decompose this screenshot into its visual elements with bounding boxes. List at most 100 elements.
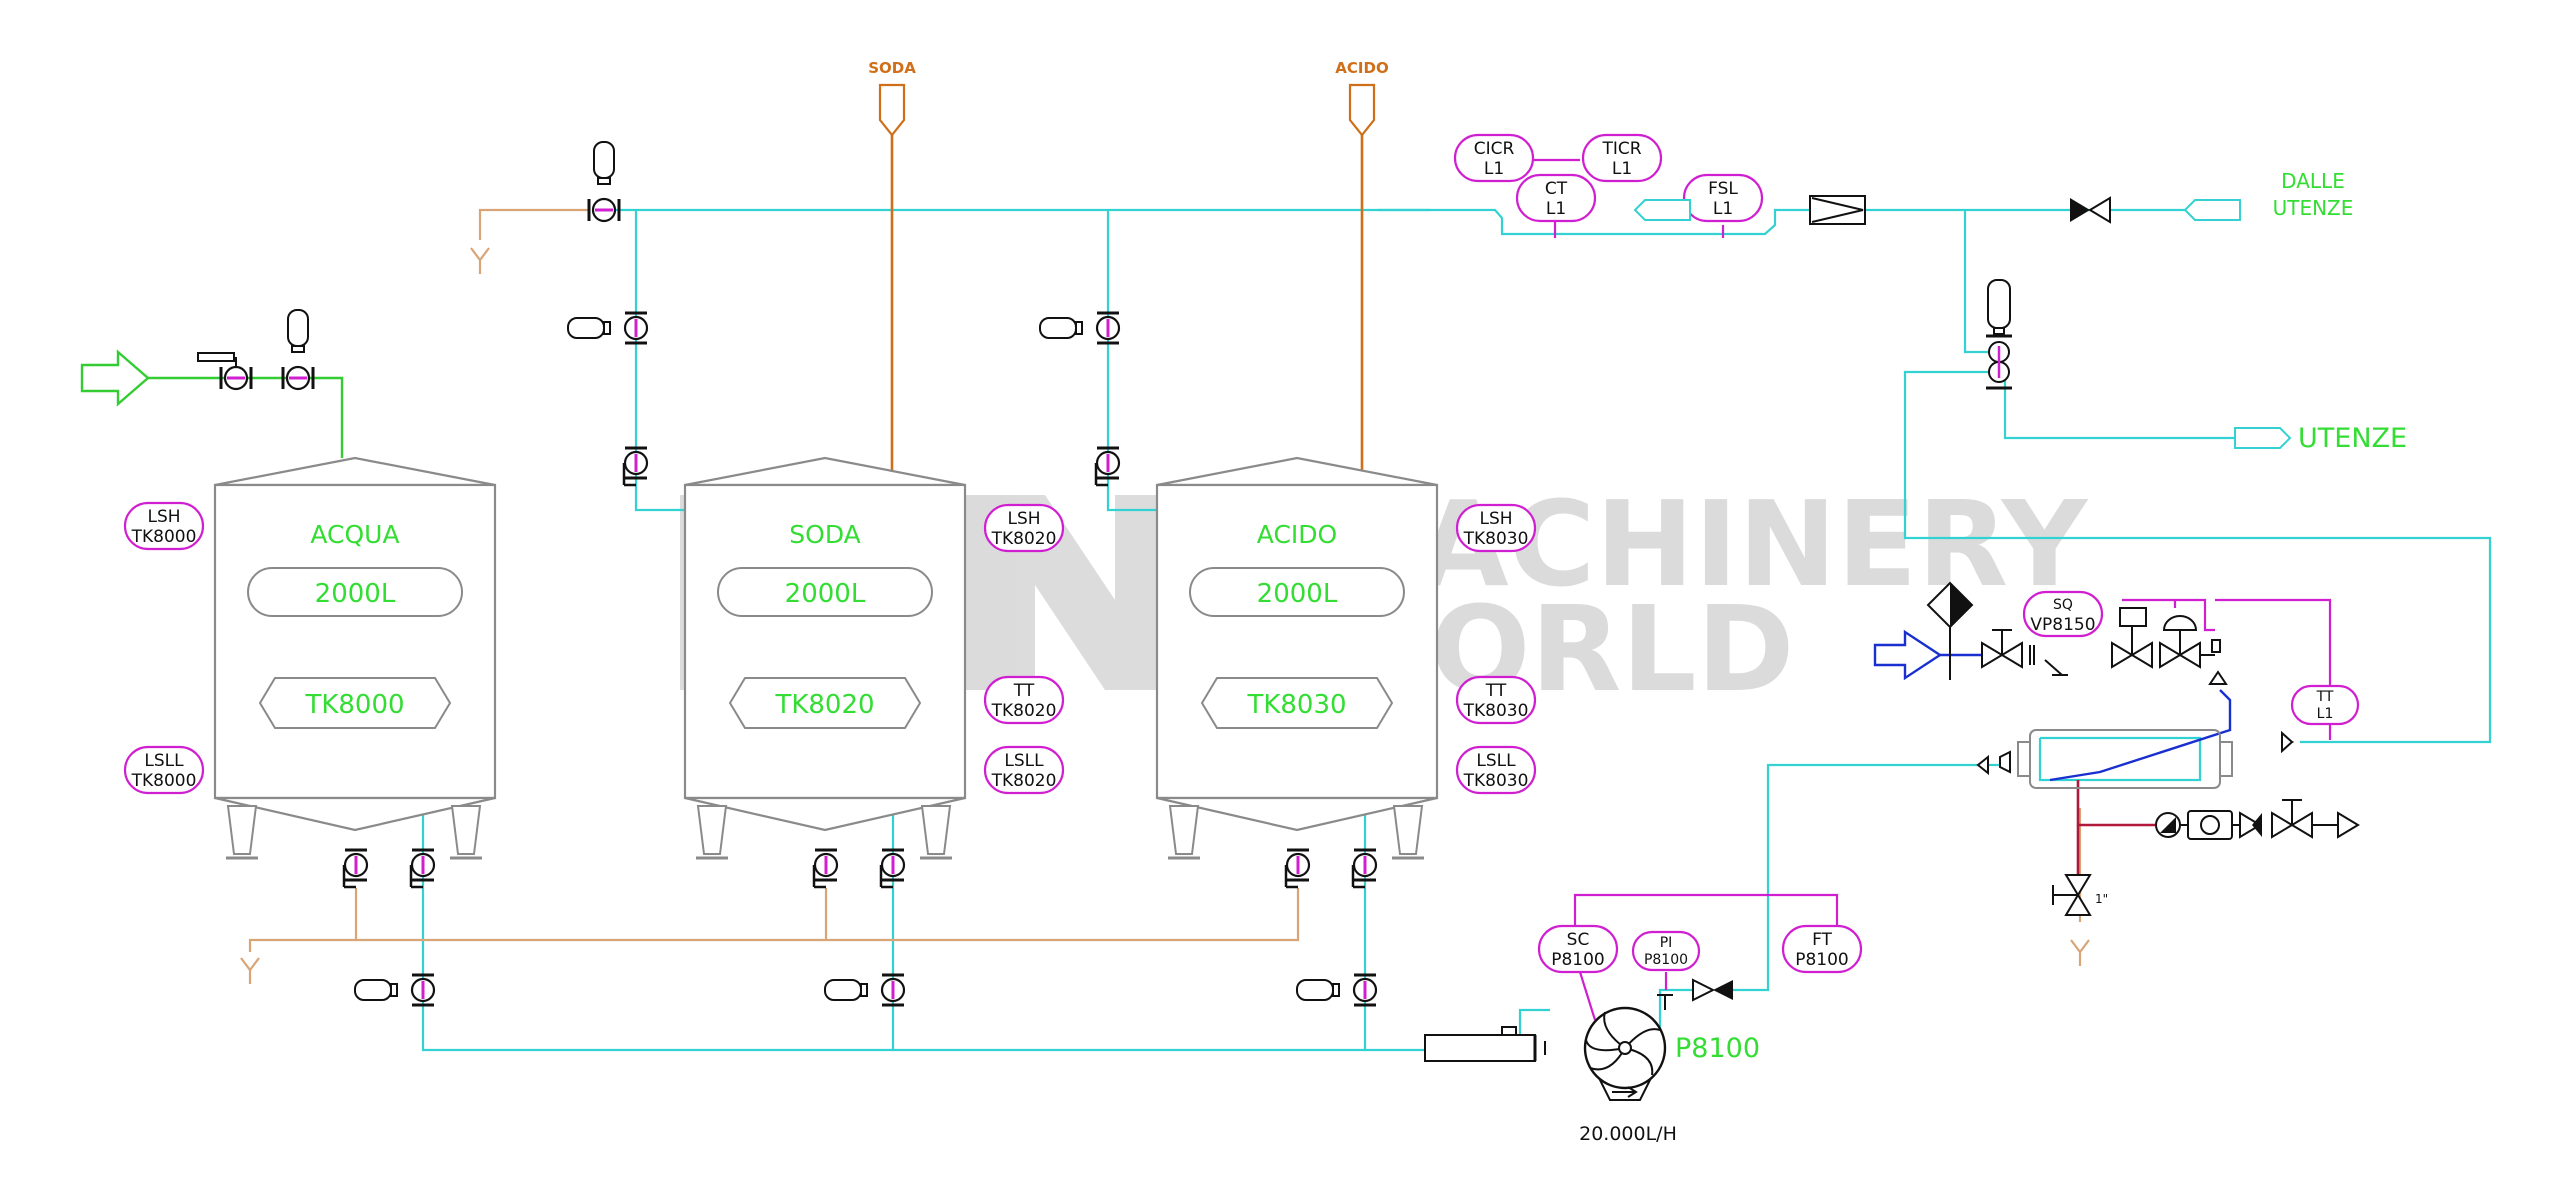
condensate-check-valve[interactable] [2239,811,2262,839]
instrument-code: LSH [1479,509,1512,529]
tk8020-drain-valve[interactable] [812,848,839,889]
pump-discharge-check-valve[interactable] [1692,978,1733,1002]
drain-valve-header[interactable] [587,141,621,223]
tank-tag: TK8000 [304,690,404,720]
condensate-trap-icon[interactable] [2155,810,2240,840]
steam-safety-icon [2208,639,2228,685]
instrument-loop: P8100 [1644,952,1688,968]
tk8000-outlet-valve[interactable] [409,848,436,889]
instrument-loop: L1 [1713,199,1733,219]
instrument-loop: TK8030 [1463,701,1529,721]
from-users-label-1: DALLE [2281,169,2345,193]
tk8030-bottom-actuated-valve[interactable] [1296,973,1378,1007]
instrument-cicr-l1[interactable]: CICR L1 [1453,133,1535,183]
steam-ball-valve[interactable] [1981,629,2023,669]
soda-feed-valve[interactable] [567,311,649,345]
tank-tk8000[interactable]: ACQUA 2000L TK8000 [213,456,497,860]
water-actuated-valve[interactable] [281,309,315,391]
acido-inlet[interactable]: ACIDO [1335,59,1389,137]
steam-control-valve-2[interactable] [2159,615,2201,669]
instrument-loop: TK8000 [131,527,197,547]
diverter-valve[interactable] [1986,279,2012,390]
condensate-ball-valve[interactable] [2271,799,2360,839]
from-users-inlet[interactable]: DALLE UTENZE [2183,169,2353,221]
drain-icon [2069,938,2091,968]
check-valve-icon[interactable] [2070,196,2111,224]
instrument-code: PI [1660,935,1673,951]
instrument-lsll-tk8000[interactable]: LSLL TK8000 [123,745,205,795]
instrument-lsh-tk8020[interactable]: LSH TK8020 [983,503,1065,553]
instrument-lsh-tk8030[interactable]: LSH TK8030 [1455,503,1537,553]
tank-name: ACIDO [1257,520,1337,549]
instrument-loop: TK8030 [1463,771,1529,791]
tank-volume: 2000L [785,579,866,609]
tank-tk8020[interactable]: SODA 2000L TK8020 [683,456,967,860]
acido-inlet-label: ACIDO [1335,59,1388,77]
instrument-tt-tk8030[interactable]: TT TK8030 [1455,675,1537,725]
pump-p8100[interactable]: P8100 20.000L/H [1579,994,1760,1145]
instrument-ft-p8100[interactable]: FT P8100 [1781,924,1863,974]
tank-tag: TK8020 [774,690,874,720]
instrument-code: TT [1485,681,1507,701]
water-inlet-arrow-icon [80,349,150,407]
instrument-code: TICR [1601,139,1641,159]
instrument-tt-l1[interactable]: TT L1 [2290,684,2360,726]
tank-name: SODA [789,520,860,549]
instrument-loop: TK8020 [991,701,1057,721]
instrument-ticr-l1[interactable]: TICR L1 [1581,133,1663,183]
instrument-sc-p8100[interactable]: SC P8100 [1537,924,1619,974]
soda-inlet[interactable]: SODA [868,59,916,137]
soda-inlet-label: SODA [868,59,916,77]
tk8000-bottom-actuated-valve[interactable] [354,973,436,1007]
filter-icon[interactable] [1809,195,1866,225]
instrument-code: LSLL [1476,751,1516,771]
instrument-ct-l1[interactable]: CT L1 [1515,173,1597,223]
heat-exchanger[interactable] [1999,729,2295,789]
instrument-code: TT [2316,689,2334,705]
tk8030-outlet-valve[interactable] [1351,848,1378,889]
piping [148,135,2492,1052]
instrument-loop: VP8150 [2030,615,2095,635]
instrument-lsll-tk8020[interactable]: LSLL TK8020 [983,745,1065,795]
steam-trap-diamond-icon [1926,581,1974,680]
tank-tag: TK8030 [1246,690,1346,720]
tank-volume: 2000L [315,579,396,609]
tk8000-drain-valve[interactable] [342,848,369,889]
drain-icon [239,956,261,986]
instrument-lsh-tk8000[interactable]: LSH TK8000 [123,501,205,551]
soda-tank-top-valve[interactable] [622,446,649,487]
acido-tank-top-valve[interactable] [1094,446,1121,487]
instrument-tt-tk8020[interactable]: TT TK8020 [983,675,1065,725]
instrument-code: SQ [2053,597,2073,613]
tk8020-bottom-actuated-valve[interactable] [824,973,906,1007]
strainer-icon[interactable] [1424,1026,1546,1062]
acido-feed-valve[interactable] [1039,311,1121,345]
instrument-loop: P8100 [1795,950,1849,970]
steam-inlet-arrow-icon [1873,629,1943,681]
instrument-pi-p8100[interactable]: PI P8100 [1631,930,1701,972]
instrument-loop: TK8020 [991,529,1057,549]
instrument-fsl-l1[interactable]: FSL L1 [1682,173,1764,223]
instrument-code: FSL [1708,179,1738,199]
tk8030-drain-valve[interactable] [1284,848,1311,889]
to-users-label: UTENZE [2298,423,2407,454]
instrument-code: TT [1013,681,1035,701]
instrument-lsll-tk8030[interactable]: LSLL TK8030 [1455,745,1537,795]
tk8020-outlet-valve[interactable] [879,848,906,889]
instrument-loop: L1 [1546,199,1566,219]
instrument-loop: TK8020 [991,771,1057,791]
drain-valve-1-inch[interactable]: 1" [2052,874,2108,916]
to-users-outlet[interactable]: UTENZE [2234,423,2407,454]
instrument-sq-vp8150[interactable]: SQ VP8150 [2022,590,2104,638]
steam-connection-icons [1976,730,2294,776]
tank-volume: 2000L [1257,579,1338,609]
instrument-code: LSH [147,507,180,527]
steam-control-valve-1[interactable] [2111,607,2153,669]
instrument-code: CT [1545,179,1568,199]
tank-tk8030[interactable]: ACIDO 2000L TK8030 [1155,456,1439,860]
instrument-code: LSLL [1004,751,1044,771]
water-manual-valve[interactable] [197,352,253,391]
instrument-loop: P8100 [1551,950,1605,970]
instrument-code: LSLL [144,751,184,771]
drain-size-label: 1" [2095,892,2108,906]
